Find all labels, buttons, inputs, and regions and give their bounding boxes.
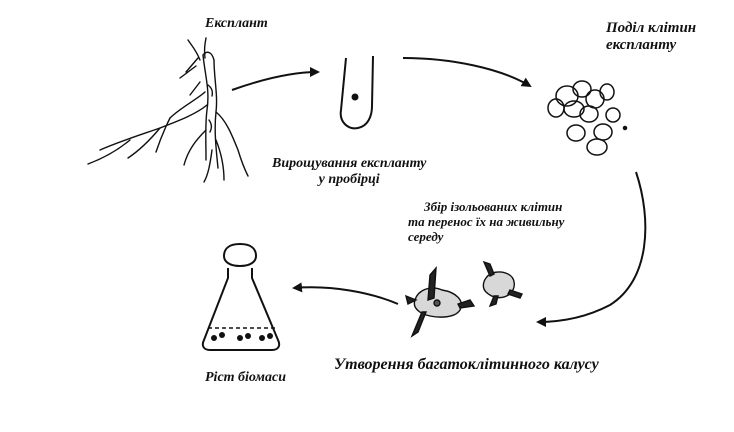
label-collect-transfer: Збір ізольованих клітин та перенос їх на… <box>408 199 565 245</box>
label-cell-division-line-1: Поділ клітин <box>606 20 697 36</box>
label-callus-formation: Утворення багатоклітинного калусу <box>334 356 599 373</box>
label-collect-line-2: та перенос їх на живильну <box>408 213 565 229</box>
arrow-to-callus <box>536 171 647 327</box>
label-cell-division: Поділ клітин експланту <box>606 20 696 55</box>
label-growing-line-2: у пробірці <box>318 172 380 188</box>
test-tube-illustration <box>339 55 374 130</box>
label-cell-division-line-2: експланту <box>606 37 677 54</box>
label-growing-in-tube: Вирощування експланту у пробірці <box>272 156 426 188</box>
arrow-to-tube <box>231 67 320 91</box>
flask-illustration <box>201 242 281 351</box>
label-explant: Експлант <box>205 16 268 31</box>
arrow-to-flask <box>292 282 399 305</box>
dividing-cells-illustration <box>547 80 628 156</box>
label-collect-line-1: Збір ізольованих клітин <box>424 199 563 214</box>
label-growing-line-1: Вирощування експланту <box>272 156 427 171</box>
callus-illustration <box>404 260 523 338</box>
label-collect-line-3: середу <box>408 228 444 244</box>
arrow-to-cells <box>402 57 532 88</box>
root-explant-illustration <box>87 37 249 183</box>
label-biomass-growth: Ріст біомаси <box>205 370 286 385</box>
